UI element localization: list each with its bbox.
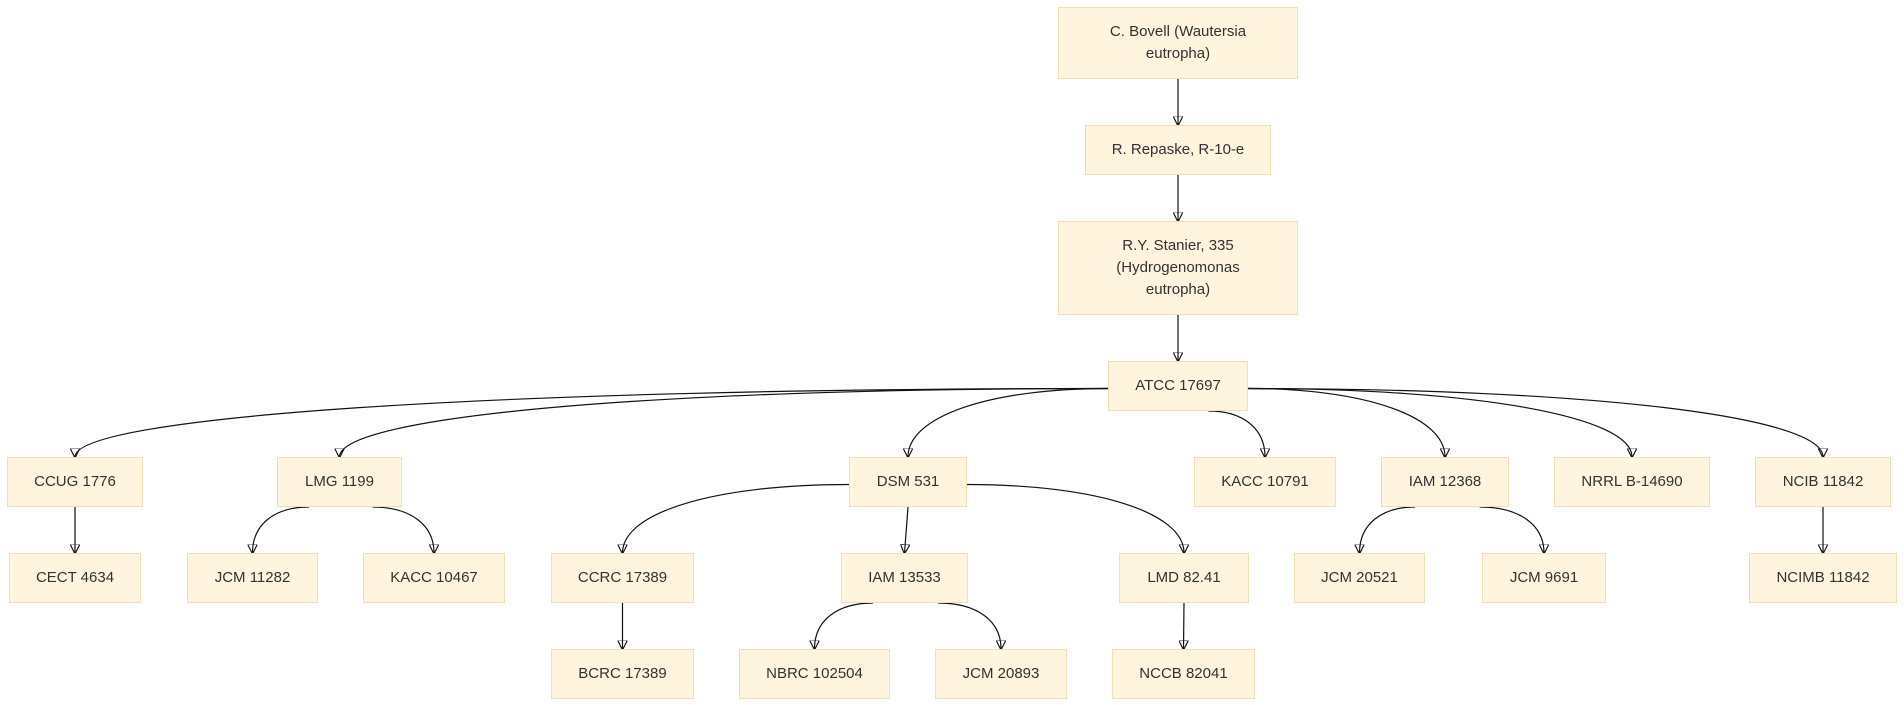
edge-atcc-to-ccug xyxy=(75,387,1109,458)
edge-atcc-to-iam12368 xyxy=(1247,387,1445,458)
node-bovell: C. Bovell (Wautersia eutropha) xyxy=(1058,7,1298,79)
node-stanier: R.Y. Stanier, 335 (Hydrogenomonas eutrop… xyxy=(1058,221,1298,315)
node-label: NCCB 82041 xyxy=(1139,665,1228,682)
node-label: CCUG 1776 xyxy=(34,473,116,490)
node-label: R. Repaske, R-10-e xyxy=(1111,141,1245,158)
node-label: CCRC 17389 xyxy=(577,569,668,586)
edge-atcc-to-lmg xyxy=(340,387,1109,458)
node-ccrc-17389: CCRC 17389 xyxy=(551,553,694,603)
node-ncimb-11842: NCIMB 11842 xyxy=(1749,553,1897,603)
node-cect-4634: CECT 4634 xyxy=(9,553,141,603)
edge-lmg-to-kacc10467 xyxy=(372,506,434,553)
node-kacc-10467: KACC 10467 xyxy=(363,553,505,603)
edge-lmg-to-jcm11282 xyxy=(253,506,310,553)
node-label: ATCC 17697 xyxy=(1135,377,1221,394)
node-nbrc-102504: NBRC 102504 xyxy=(739,649,890,699)
node-label: DSM 531 xyxy=(876,473,940,490)
node-label: JCM 20521 xyxy=(1321,569,1398,586)
node-nrrl-b-14690: NRRL B-14690 xyxy=(1554,457,1710,507)
node-lmg-1199: LMG 1199 xyxy=(277,457,402,507)
node-jcm-11282: JCM 11282 xyxy=(187,553,318,603)
node-label: NBRC 102504 xyxy=(766,665,863,682)
edge-atcc-to-nrrl xyxy=(1247,387,1632,458)
node-jcm-9691: JCM 9691 xyxy=(1482,553,1606,603)
edge-iam12368-to-jcm9691 xyxy=(1479,506,1544,553)
node-label: CECT 4634 xyxy=(35,569,115,586)
edge-atcc-to-dsm xyxy=(908,387,1109,458)
node-kacc-10791: KACC 10791 xyxy=(1194,457,1336,507)
edge-atcc-to-ncib xyxy=(1247,387,1823,458)
edge-lmd-to-nccb xyxy=(1184,602,1185,649)
node-label: BCRC 17389 xyxy=(578,665,667,682)
node-label: NCIMB 11842 xyxy=(1776,569,1870,586)
node-lmd-82-41: LMD 82.41 xyxy=(1119,553,1249,603)
node-repaske: R. Repaske, R-10-e xyxy=(1085,125,1271,175)
node-label: C. Bovell (Wautersia eutropha) xyxy=(1109,23,1247,62)
node-label: JCM 20893 xyxy=(962,665,1040,682)
node-iam-13533: IAM 13533 xyxy=(841,553,968,603)
edge-dsm-to-iam13533 xyxy=(905,506,909,553)
node-ccug-1776: CCUG 1776 xyxy=(7,457,143,507)
node-dsm-531: DSM 531 xyxy=(849,457,967,507)
edge-iam13533-to-jcm20893 xyxy=(938,602,1001,649)
node-label: JCM 11282 xyxy=(214,569,291,586)
edge-iam12368-to-jcm20521 xyxy=(1360,506,1416,553)
node-label: LMD 82.41 xyxy=(1147,569,1221,586)
node-jcm-20893: JCM 20893 xyxy=(935,649,1067,699)
node-bcrc-17389: BCRC 17389 xyxy=(551,649,694,699)
node-label: NCIB 11842 xyxy=(1782,473,1864,490)
node-label: JCM 9691 xyxy=(1509,569,1579,586)
edge-dsm-to-ccrc xyxy=(623,483,850,554)
node-jcm-20521: JCM 20521 xyxy=(1294,553,1425,603)
edge-atcc-to-kacc10791 xyxy=(1208,410,1265,457)
node-label: LMG 1199 xyxy=(305,473,374,490)
node-iam-12368: IAM 12368 xyxy=(1381,457,1509,507)
edge-dsm-to-lmd xyxy=(966,483,1184,554)
node-label: IAM 13533 xyxy=(868,569,941,586)
node-ncib-11842: NCIB 11842 xyxy=(1755,457,1891,507)
node-atcc-17697: ATCC 17697 xyxy=(1108,361,1248,411)
node-label: IAM 12368 xyxy=(1408,473,1482,490)
node-label: KACC 10467 xyxy=(390,569,478,586)
node-nccb-82041: NCCB 82041 xyxy=(1112,649,1255,699)
node-label: NRRL B-14690 xyxy=(1581,473,1683,490)
edge-iam13533-to-nbrc xyxy=(815,602,874,649)
node-label: KACC 10791 xyxy=(1221,473,1309,490)
node-label: R.Y. Stanier, 335 (Hydrogenomonas eutrop… xyxy=(1116,237,1240,298)
